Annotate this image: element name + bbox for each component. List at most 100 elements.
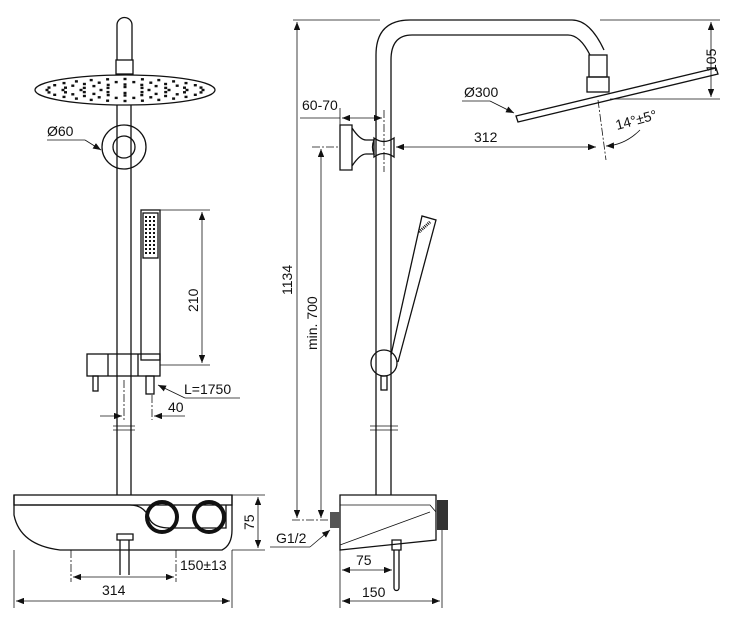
nozzle-dot — [145, 228, 147, 230]
thermostat-side-detail — [339, 504, 437, 546]
nozzle-dot — [123, 94, 127, 97]
nozzle-dot — [123, 91, 127, 95]
nozzle-dot — [149, 96, 153, 99]
head-connector-nut — [586, 76, 610, 93]
front-view: 210 L=1750 40 75 150±13 314 Ø60 — [13, 16, 265, 608]
nozzle-dot — [53, 84, 57, 87]
top-pipe — [116, 16, 133, 60]
nozzle-dot — [47, 91, 51, 94]
nozzle-dots — [45, 77, 205, 103]
nozzle-dot — [123, 85, 127, 89]
side-view: Ø300 105 14°±5° 60-70 312 1134 min. 700 — [270, 19, 720, 608]
nozzle-dot — [149, 232, 151, 234]
nozzle-dot — [82, 82, 86, 86]
nozzle-dot — [145, 252, 147, 254]
nozzle-dot — [64, 91, 67, 94]
dim-label-tilt: 14°±5° — [614, 107, 659, 133]
hand-shower-side — [390, 215, 437, 363]
nozzle-dot — [153, 248, 155, 250]
nozzle-dot — [149, 220, 151, 222]
nozzle-dot — [149, 228, 151, 230]
tilt-center-line — [597, 99, 607, 161]
nozzle-dot — [199, 91, 203, 94]
nozzle-dot — [62, 81, 66, 85]
nozzle-dot — [172, 97, 176, 100]
nozzle-dot — [74, 80, 78, 83]
dim-label-75-side: 75 — [356, 552, 372, 568]
nozzle-dot — [132, 96, 136, 100]
leader-arrow — [309, 529, 331, 548]
nozzle-dot — [71, 93, 75, 96]
overhead-shower-head-side — [515, 67, 719, 123]
nozzle-dot — [149, 224, 151, 226]
nozzle-dot — [132, 80, 136, 84]
nozzle-dot — [149, 252, 151, 254]
nozzle-dot — [140, 78, 144, 81]
nozzle-dot — [149, 240, 151, 242]
head-connector — [588, 54, 608, 78]
wall-bracket-outer — [101, 124, 147, 170]
nozzle-dot — [71, 84, 75, 87]
thermostat-side — [339, 494, 437, 551]
dim-label-150-13: 150±13 — [180, 557, 227, 573]
nozzle-dot — [123, 77, 127, 81]
nozzle-dot — [164, 94, 168, 98]
dim-label-314: 314 — [102, 582, 126, 598]
nozzle-dot — [154, 84, 158, 88]
nozzle-dot — [175, 93, 179, 96]
thermostat-body — [13, 495, 233, 551]
nozzle-dot — [97, 81, 101, 84]
hand-shower-nozzles — [145, 216, 155, 254]
nozzle-dot — [157, 78, 161, 82]
dim-label-o300: Ø300 — [464, 84, 498, 100]
leader-arrow — [157, 384, 186, 399]
nozzle-dot — [153, 244, 155, 246]
nozzle-dot — [153, 232, 155, 234]
nozzle-dot — [89, 78, 93, 82]
slider-pin — [92, 375, 99, 392]
nozzle-dot — [106, 93, 110, 97]
nozzle-dot — [149, 81, 153, 84]
nozzle-dot — [145, 232, 147, 234]
dim-label-60-70: 60-70 — [302, 97, 338, 113]
connection-label: G1/2 — [276, 530, 307, 546]
slider — [86, 353, 161, 377]
rail-clamp — [373, 136, 395, 159]
nozzle-dot — [153, 236, 155, 238]
leader-arrow — [489, 100, 515, 114]
dim-label-312: 312 — [474, 129, 498, 145]
nozzle-dot — [123, 99, 127, 103]
g12-connector — [330, 512, 340, 528]
nozzle-dot — [164, 82, 168, 86]
bath-outlet-side — [391, 539, 402, 592]
nozzle-dot — [193, 93, 197, 96]
nozzle-dot — [61, 88, 65, 92]
nozzle-dot — [149, 248, 151, 250]
nozzle-dot — [145, 248, 147, 250]
nozzle-dot — [140, 93, 144, 97]
nozzle-dot — [106, 86, 110, 90]
dim-label-75: 75 — [241, 514, 257, 530]
overhead-shower-head — [34, 74, 216, 106]
leader-arrow — [84, 139, 102, 151]
nozzle-dot — [114, 80, 118, 84]
nozzle-dot — [193, 84, 197, 87]
dim-label-210: 210 — [185, 288, 201, 312]
nozzle-dot — [184, 95, 188, 99]
nozzle-dot — [145, 216, 147, 218]
nozzle-dot — [106, 99, 110, 102]
head-connector — [115, 59, 134, 75]
nozzle-dot — [153, 224, 155, 226]
nozzle-dot — [82, 90, 86, 94]
nozzle-dot — [164, 90, 168, 94]
nozzle-dot — [149, 236, 151, 238]
slider-pin — [380, 375, 388, 391]
nozzle-dot — [157, 98, 161, 102]
nozzle-dot — [123, 83, 127, 86]
nozzle-dot — [92, 84, 96, 88]
nozzle-dot — [114, 96, 118, 100]
nozzle-dot — [153, 228, 155, 230]
wall-bracket-inner — [112, 135, 136, 159]
nozzle-dot — [175, 84, 179, 87]
